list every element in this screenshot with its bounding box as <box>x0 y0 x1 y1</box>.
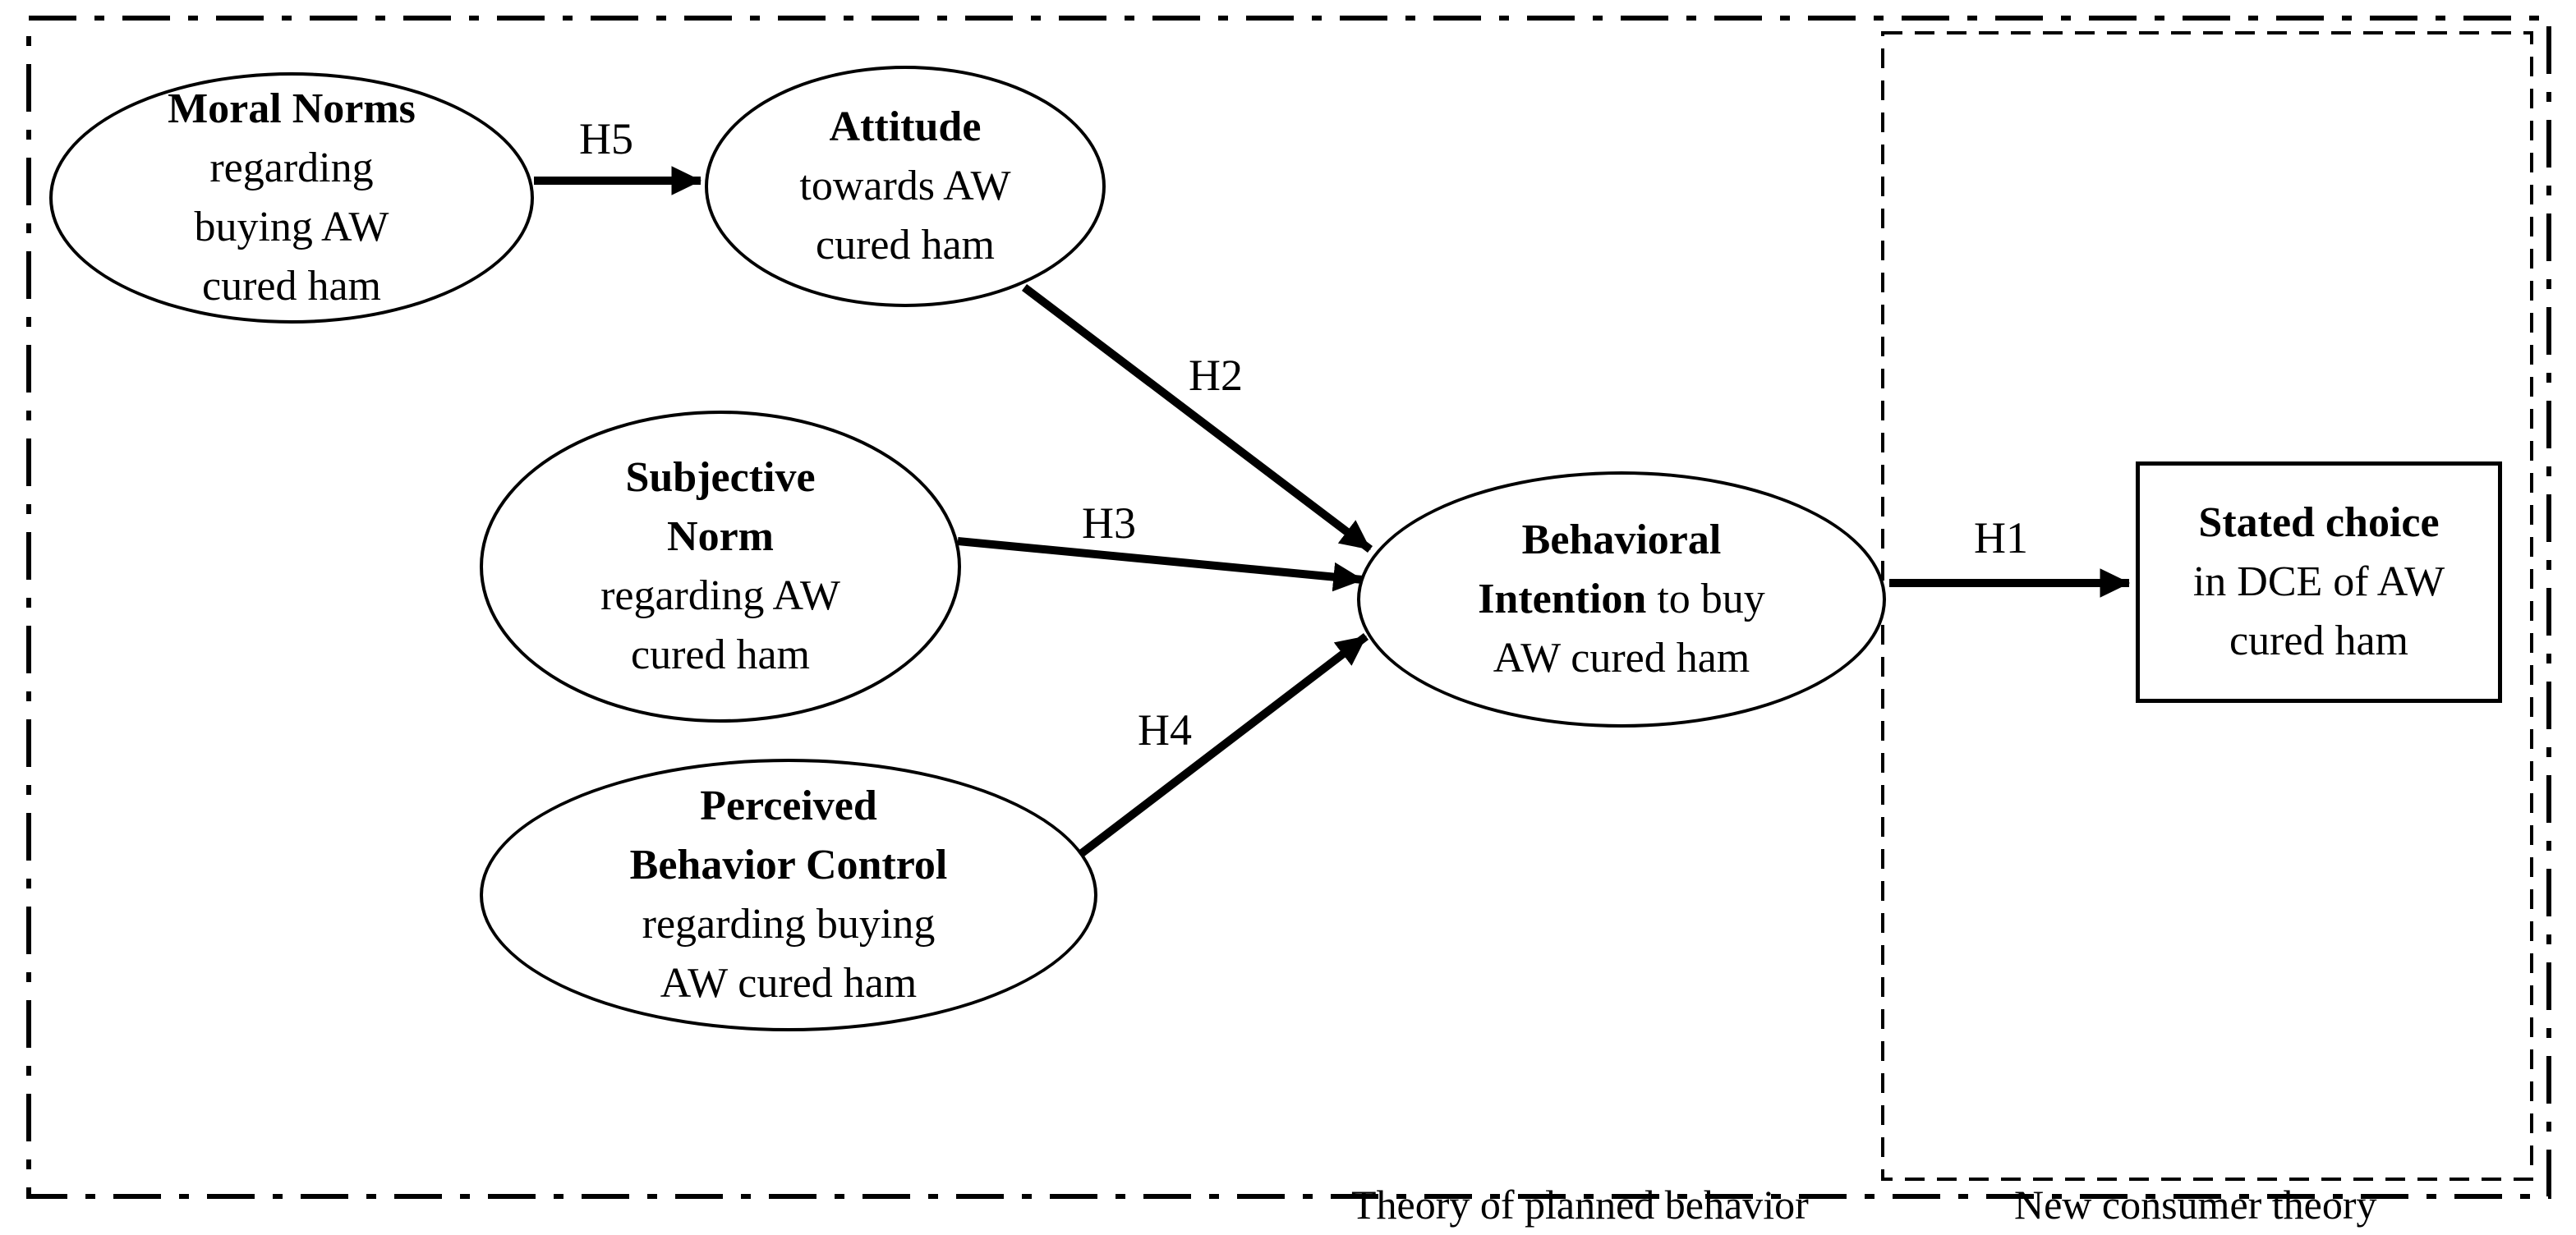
node-subjective-norm: Subjective Norm regarding AW cured ham <box>480 411 961 723</box>
node-behavioral-intention-text: Behavioral Intention to buy AW cured ham <box>1478 511 1765 688</box>
attitude-title: Attitude <box>829 103 982 150</box>
node-perceived-behavior-control: Perceived Behavior Control regarding buy… <box>480 759 1097 1031</box>
arrow-h2 <box>1021 284 1373 553</box>
label-h2: H2 <box>1189 351 1243 400</box>
stated-choice-title: Stated choice <box>2198 499 2440 546</box>
node-behavioral-intention: Behavioral Intention to buy AW cured ham <box>1357 471 1886 728</box>
caption-theory-of-planned-behavior: Theory of planned behavior (Ajzen, 1991) <box>1351 1182 1809 1228</box>
moral-norms-title: Moral Norms <box>168 85 416 132</box>
perceived-behavior-control-title: Perceived <box>700 783 877 829</box>
label-h5: H5 <box>579 114 633 163</box>
node-moral-norms: Moral Norms regarding buying AW cured ha… <box>49 72 534 324</box>
caption-new-consumer-theory: New consumer theory (Lancaster, 1966) <box>2014 1182 2377 1228</box>
arrow-h3 <box>957 537 1364 592</box>
subjective-norm-title: Subjective <box>625 454 816 501</box>
arrow-h4 <box>1075 633 1369 859</box>
node-subjective-norm-text: Subjective Norm regarding AW cured ham <box>600 448 840 685</box>
node-attitude: Attitude towards AW cured ham <box>705 66 1106 307</box>
node-stated-choice: Stated choice in DCE of AW cured ham <box>2136 461 2502 703</box>
node-attitude-text: Attitude towards AW cured ham <box>799 98 1010 275</box>
node-perceived-behavior-control-text: Perceived Behavior Control regarding buy… <box>630 777 948 1013</box>
node-moral-norms-text: Moral Norms regarding buying AW cured ha… <box>168 80 416 316</box>
outer-dashdot-border <box>26 16 2551 1199</box>
node-stated-choice-text: Stated choice in DCE of AW cured ham <box>2193 494 2445 671</box>
label-h4: H4 <box>1138 705 1192 755</box>
behavioral-intention-title: Behavioral <box>1521 516 1722 563</box>
label-h3: H3 <box>1082 498 1136 548</box>
label-h1: H1 <box>1974 513 2028 562</box>
